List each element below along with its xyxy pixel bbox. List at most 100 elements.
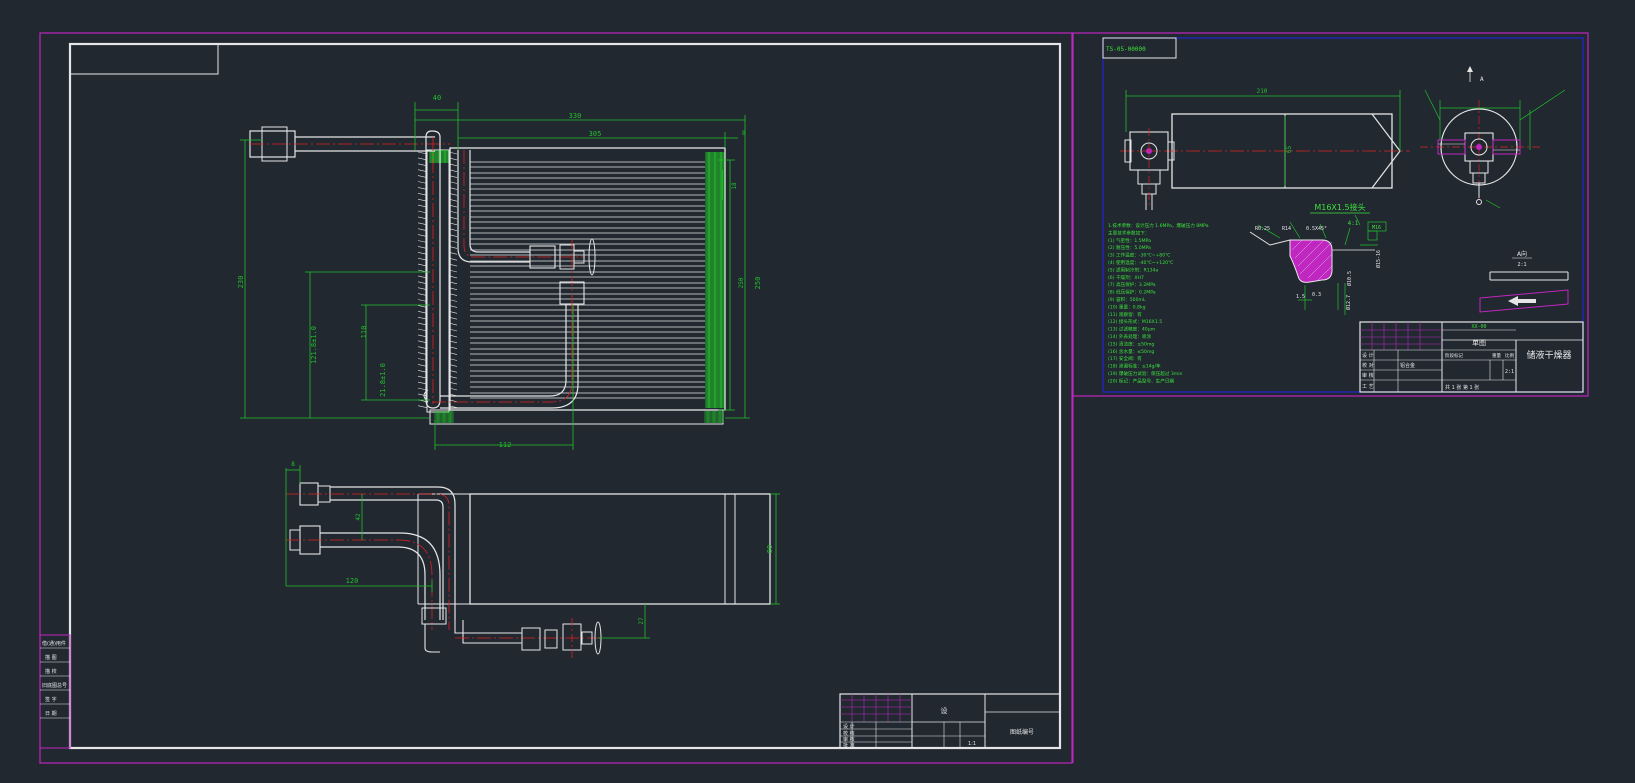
side-table-label: 借(通)用件 <box>42 640 66 647</box>
dim-label: 250 <box>738 277 745 288</box>
note-line: 主要技术参数如下： <box>1108 229 1149 236</box>
drawing-name: 设 <box>941 706 948 715</box>
outlet-pipe-bottom <box>440 304 567 397</box>
note-line: (7) 高压保护：3.2MPa <box>1108 281 1156 288</box>
note-line: (12) 接头形式：M16X1.5 <box>1108 318 1162 325</box>
note-line: (6) 干燥剂：XH7 <box>1108 274 1144 281</box>
title-row-label: 设 计 <box>1362 352 1374 359</box>
side-table-label: 日 期 <box>45 711 57 717</box>
title-row-label: 校 对 <box>1362 362 1374 369</box>
lower-side-pipe <box>320 532 441 620</box>
dim-label: 305 <box>589 130 602 138</box>
dim-label: 8 <box>291 461 295 468</box>
note-line: (1) 气密性：1.5MPa <box>1108 237 1151 244</box>
section-label: Ø10.5 <box>1346 271 1353 286</box>
note-line: (16) 含水量：≤50mg <box>1108 348 1154 355</box>
left-sheet-border <box>39 32 1073 764</box>
dim-label: 18 <box>731 182 738 190</box>
section-title: M16X1.5接头 <box>1314 202 1365 212</box>
dim-label: 330 <box>569 112 582 120</box>
title-row-label: 批 准 <box>843 742 855 749</box>
note-line: (8) 低压保护：0.2MPa <box>1108 289 1156 296</box>
dim-label: 230 <box>237 276 245 289</box>
side-table-label: 旧底图总号 <box>42 682 67 689</box>
title-header: 阶段标记 <box>1445 352 1463 359</box>
note-line: (14) 外表处理：喷涂 <box>1108 333 1151 340</box>
note-line: (9) 容积：500mL <box>1108 296 1146 303</box>
bottom-fins <box>434 411 724 423</box>
title-row-label: 审 核 <box>1362 372 1374 379</box>
dim-label: 40 <box>433 94 441 102</box>
note-line: (4) 使用温度：-40℃~+120℃ <box>1108 259 1173 266</box>
technical-notes: 1.技术参数：设计压力 1.6MPa，爆破压力 8MPa主要技术参数如下：(1)… <box>1108 222 1209 384</box>
section-label: 1.5 <box>1296 294 1305 300</box>
receiver-end-view: A <box>1420 66 1566 209</box>
part-name: 储液干燥器 <box>1526 349 1571 361</box>
outlet-pipe-top <box>457 150 530 263</box>
unit-label: 单图 <box>1472 338 1486 347</box>
m16-section-view: M16X1.5接头 4:1 <box>1249 202 1387 315</box>
view-label: A向 <box>1517 250 1527 258</box>
vertical-return-tube <box>425 130 441 409</box>
section-label: R14 <box>1282 226 1291 232</box>
title-header: 比例 <box>1505 352 1514 359</box>
section-label: R0.25 <box>1255 226 1270 232</box>
title-row-label: 工 艺 <box>1362 384 1374 390</box>
evaporator-front-view <box>249 126 726 425</box>
receiver-dimensions <box>1125 90 1401 186</box>
valve-cap <box>588 238 596 276</box>
note-line: (10) 重量：0.8kg <box>1108 303 1146 310</box>
dim-label: 121.8±1.0 <box>310 326 318 364</box>
section-scale: 4:1 <box>1348 220 1359 227</box>
view-arrow-label: A <box>1480 76 1484 83</box>
note-line: (17) 安全阀：有 <box>1108 355 1142 362</box>
note-line: (15) 清洁度：≤50mg <box>1108 340 1154 347</box>
left-drawing-frame <box>68 42 1062 750</box>
part-code: XX-00 <box>1471 324 1486 330</box>
side-view-dimensions <box>285 465 780 639</box>
left-title-block: 设 计 校 核 审 核 批 准 设 图纸编号 1:1 <box>839 693 1061 749</box>
right-sheet: TS-05-00000 210 65 <box>1072 32 1589 763</box>
receiver-drier-main-view <box>1120 113 1410 210</box>
tube-rows <box>470 161 705 399</box>
note-line: (11) 观察窗：有 <box>1108 311 1142 318</box>
dim-label: 65 <box>1286 145 1293 153</box>
a-direction-view: A向 2:1 <box>1479 250 1569 313</box>
dim-label: 8 <box>742 130 746 137</box>
section-label: 0.5X45° <box>1306 226 1327 232</box>
left-sheet: 借(通)用件 描 图 描 校 旧底图总号 签 字 日 期 <box>39 32 1073 764</box>
note-line: (5) 适用制冷剂：R134a <box>1108 266 1158 273</box>
right-sheet-border <box>1072 32 1589 397</box>
dim-label: 120 <box>346 577 359 585</box>
right-title-block: 设 计 校 对 审 核 工 艺 铝合金 XX-00 单图 阶段标记 重量 比例 … <box>1359 321 1584 393</box>
note-line: (19) 爆破压力试验：保压超过 3min <box>1108 370 1183 377</box>
side-table-label: 描 图 <box>45 654 57 661</box>
section-label: M16 <box>1372 225 1381 231</box>
front-view-dimension-labels: 40 330 305 8 230 250 250 18 110 121.8±1.… <box>237 94 762 449</box>
note-line: (20) 标记：产品型号、生产日期 <box>1108 377 1174 384</box>
section-label: Ø12.7 <box>1345 295 1352 310</box>
dim-label: 27 <box>638 617 645 625</box>
note-line: (3) 工作温度：-30℃~+80℃ <box>1108 252 1170 259</box>
left-code-box <box>69 43 219 75</box>
upper-side-pipe <box>330 486 456 620</box>
title-row-label: 设 计 <box>843 723 855 730</box>
material-label: 铝合金 <box>1400 362 1415 369</box>
receiver-code: TS-05-00000 <box>1106 46 1146 53</box>
side-table-label: 签 字 <box>45 696 57 703</box>
scale-value: 2:1 <box>1505 369 1514 375</box>
fin-pack-right <box>429 150 725 408</box>
dim-label: 112 <box>499 441 512 449</box>
note-line: (18) 渗漏标准：≤14g/年 <box>1108 363 1161 370</box>
drawing-scale: 1:1 <box>968 741 976 747</box>
sheet-count: 共 1 张 第 1 张 <box>1445 384 1479 391</box>
view-scale: 2:1 <box>1517 262 1526 268</box>
right-drawing-frame <box>1102 37 1584 393</box>
note-line: 1.技术参数：设计压力 1.6MPa，爆破压力 8MPa <box>1108 222 1209 229</box>
title-header: 重量 <box>1492 352 1501 359</box>
section-label: 0.3 <box>1312 292 1321 298</box>
title-row-label: 审 核 <box>843 736 855 743</box>
side-table-label: 描 校 <box>45 668 57 675</box>
evaporator-side-view <box>286 482 771 660</box>
